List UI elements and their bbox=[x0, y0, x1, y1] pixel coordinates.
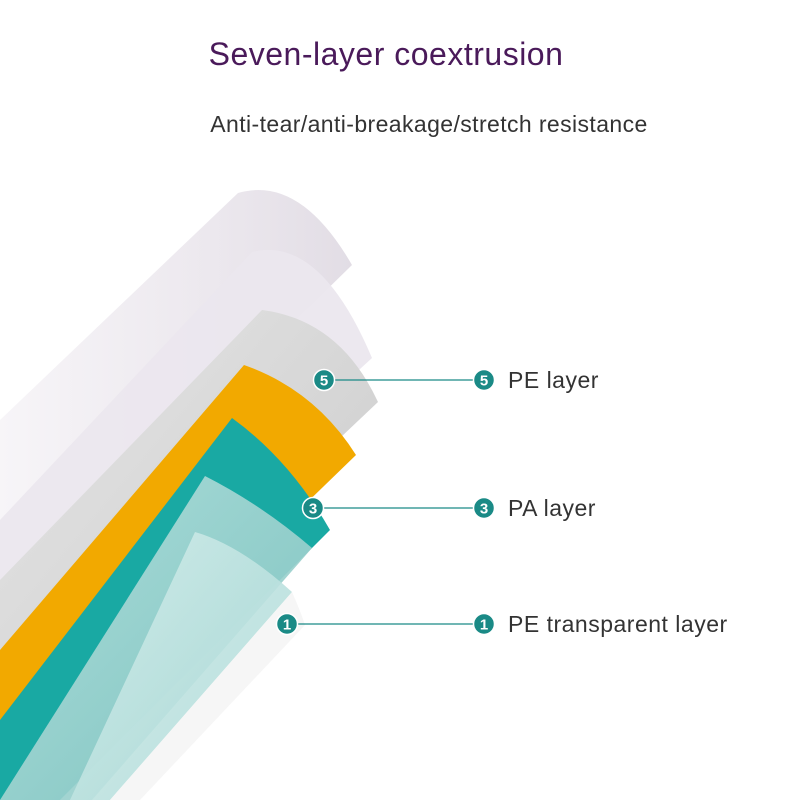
label-pe-layer: PE layer bbox=[508, 367, 599, 393]
marker-3-right bbox=[472, 496, 496, 520]
page-title: Seven-layer coextrusion bbox=[208, 36, 564, 72]
layer-inner-edge bbox=[110, 592, 305, 800]
marker-5-right bbox=[472, 368, 496, 392]
marker-3-left-number: 3 bbox=[309, 501, 317, 518]
marker-1-right-number: 1 bbox=[480, 617, 488, 634]
marker-3-left bbox=[301, 496, 325, 520]
page-subtitle: Anti-tear/anti-breakage/stretch resistan… bbox=[210, 111, 648, 137]
marker-5-left bbox=[312, 368, 336, 392]
marker-3-right-number: 3 bbox=[480, 501, 488, 518]
layer-inner bbox=[70, 532, 292, 800]
label-pe-transparent-layer: PE transparent layer bbox=[508, 611, 728, 637]
marker-1-left bbox=[275, 612, 299, 636]
marker-5-left-number: 5 bbox=[320, 373, 328, 390]
marker-5-right-number: 5 bbox=[480, 373, 488, 390]
marker-1-left-number: 1 bbox=[283, 617, 291, 634]
marker-1-right bbox=[472, 612, 496, 636]
label-pa-layer: PA layer bbox=[508, 495, 596, 521]
